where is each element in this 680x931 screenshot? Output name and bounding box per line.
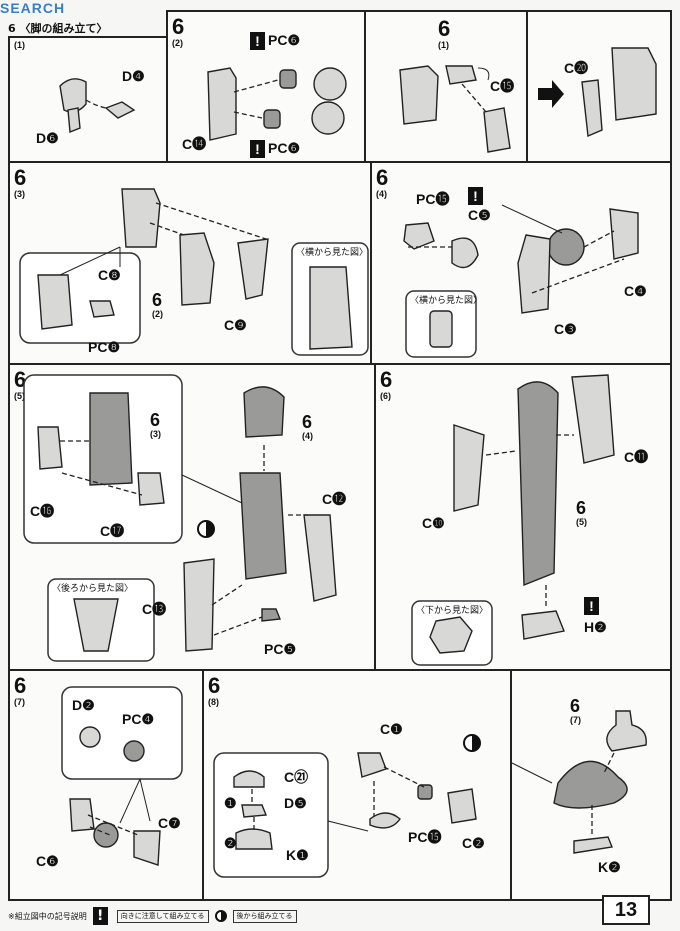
caution-mark: !	[250, 32, 265, 51]
parts-drawing	[207, 67, 347, 141]
part-label: C❼	[158, 815, 181, 831]
legend-title: ※組立図中の記号説明	[8, 911, 87, 921]
step-number: 6(5)	[14, 367, 27, 401]
inner-step-1: ❶	[224, 795, 237, 811]
panel-step-6-7: 6(7) D❷ PC❹ C❼ C❻	[8, 669, 204, 901]
part-label: !	[468, 187, 486, 206]
watermark: SEARCH	[0, 0, 66, 16]
part-label: PC⓯	[408, 829, 442, 845]
part-label: C⓱	[100, 523, 125, 539]
part-label: C❹	[624, 283, 647, 299]
caution-mark: !	[584, 597, 599, 616]
parts-drawing	[538, 47, 657, 138]
part-label: D❹	[122, 68, 145, 84]
part-label: C❷	[462, 835, 485, 851]
panel-step-6-5: 6(5) C⓰ C⓱ C⓬ C⓭ PC❺ 6(3)	[8, 363, 376, 671]
parts-drawing	[403, 204, 639, 358]
panel-step-6-3: 6(3) C❽ PC❽ C❾ 6(2) 〈横から見た図〉	[8, 161, 372, 365]
inner-step-number: 6(2)	[152, 290, 163, 319]
part-label: C❾	[224, 317, 247, 333]
part-label: C❻	[36, 853, 59, 869]
inner-step-number: 6(4)	[302, 412, 313, 441]
legend-view-icon	[214, 910, 227, 922]
part-label: C⓬	[322, 491, 347, 507]
header-title: 〈脚の組み立て〉	[19, 22, 108, 35]
step-number: 6(4)	[376, 165, 389, 199]
part-label: !PC❻	[250, 32, 300, 51]
inset-caption: 〈後ろから見た図〉	[52, 584, 134, 594]
inset-caption: 〈横から見た図〉	[410, 296, 483, 306]
part-label: PC❽	[88, 339, 120, 355]
page-number: 13	[602, 895, 650, 925]
parts-drawing	[511, 710, 647, 854]
parts-drawing	[59, 78, 136, 133]
part-label: C⓰	[30, 503, 55, 519]
panel-step-6-8b: 6(7) K❷	[510, 669, 672, 901]
step-number: 6(3)	[14, 165, 27, 199]
parts-drawing	[23, 374, 337, 662]
parts-drawing	[213, 734, 481, 878]
panel-step-6-1: (1) D❹ D❻	[8, 36, 168, 163]
step-number: (1)	[14, 40, 25, 50]
panel-step-6-2: 6(2) !PC❻ !PC❻ C⓮	[166, 10, 366, 163]
part-label: K❶	[286, 847, 309, 863]
part-label: C❿	[422, 515, 445, 531]
part-label: C⓭	[142, 601, 167, 617]
header-step: 6	[8, 22, 16, 35]
symbol-legend: ※組立図中の記号説明 ! 向きに注意して組み立てる 後から組み立てる	[8, 907, 297, 925]
part-label: H❷	[584, 619, 607, 635]
inset-caption: 〈横から見た図〉	[296, 248, 369, 258]
section-header: 6 〈脚の組み立て〉	[8, 20, 108, 36]
part-label: D❻	[36, 130, 59, 146]
part-label: PC⓯	[416, 191, 450, 207]
inner-step-number: 6(3)	[150, 410, 161, 439]
part-label: C⓮	[182, 136, 207, 152]
part-label: PC❺	[264, 641, 296, 657]
panel-step-6-4: 6(4) PC⓯ ! C❺ C❹ C❸ 〈横から見た図〉	[370, 161, 672, 365]
part-label: C⓫	[624, 449, 649, 465]
part-label: !	[584, 597, 602, 616]
part-label: C㉑	[284, 769, 309, 785]
parts-drawing	[411, 374, 615, 666]
panel-step-6-2c: C⓴	[526, 10, 672, 163]
part-label: C❺	[468, 207, 491, 223]
inner-step-number: 6(5)	[576, 498, 587, 527]
part-label: D❷	[72, 697, 95, 713]
legend-caution-text: 向きに注意して組み立てる	[116, 909, 209, 923]
step-number: 6(1)	[438, 16, 451, 50]
step-number: 6(2)	[172, 14, 185, 48]
inner-step-2: ❷	[224, 835, 237, 851]
panel-step-6-2b: 6(1) C⓯	[364, 10, 528, 163]
caution-mark: !	[250, 140, 265, 159]
panel-step-6-6: 6(6) C⓫ C❿ ! H❷ 6(5) 〈下から見た図〉	[374, 363, 672, 671]
step-number: 6(7)	[14, 673, 27, 707]
part-label: C❶	[380, 721, 403, 737]
inset-caption: 〈下から見た図〉	[416, 606, 489, 616]
parts-drawing	[399, 65, 511, 153]
part-label: C❽	[98, 267, 121, 283]
caution-mark: !	[92, 907, 108, 925]
part-label: C⓯	[490, 78, 515, 94]
caution-mark: !	[468, 187, 483, 206]
part-label: K❷	[598, 859, 621, 875]
step-number: 6(8)	[208, 673, 221, 707]
legend-view-text: 後から組み立てる	[232, 909, 297, 923]
parts-drawing	[61, 686, 183, 866]
part-label: D❺	[284, 795, 307, 811]
step-number: 6(7)	[570, 696, 581, 725]
part-label: C⓴	[564, 60, 589, 76]
panel-step-6-8: 6(8) C❶ C㉑ D❺ K❶ PC⓯ C❷ ❶ ❷	[202, 669, 512, 901]
parts-drawing	[19, 188, 369, 356]
step-number: 6(6)	[380, 367, 393, 401]
part-label: PC❹	[122, 711, 154, 727]
part-label: C❸	[554, 321, 577, 337]
part-label: !PC❻	[250, 140, 300, 159]
